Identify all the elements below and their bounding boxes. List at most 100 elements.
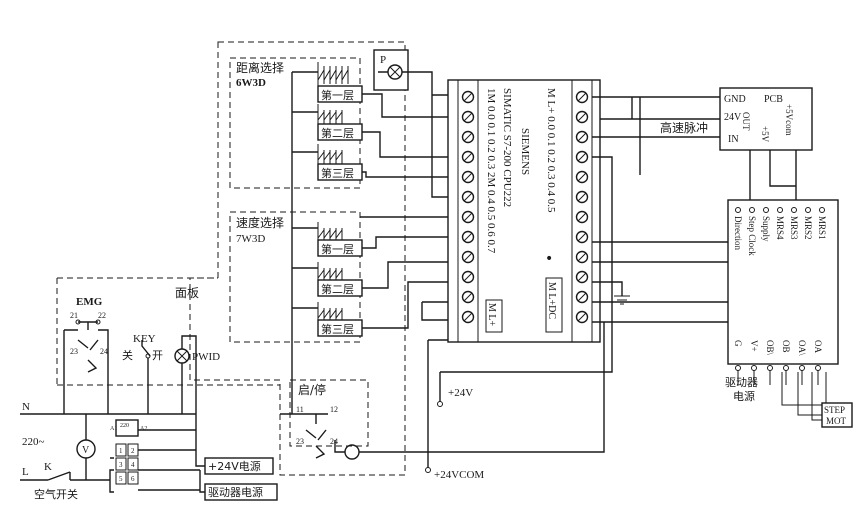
plc-left-text: 1M 0.0 0.1 0.2 0.3 2M 0.4 0.5 0.6 0.7 bbox=[485, 88, 497, 254]
pcb-label: PCB bbox=[764, 94, 783, 105]
distance-select-label: 距离选择 bbox=[236, 60, 284, 75]
air-switch-icon bbox=[47, 471, 74, 481]
plc-right-terminal bbox=[575, 190, 589, 204]
switch-common-bus bbox=[291, 71, 318, 336]
pcb-5vcom: +5Vcom bbox=[784, 104, 794, 136]
driver-pin-label: MRS3 bbox=[789, 216, 799, 240]
driver-output-terminal bbox=[751, 365, 757, 371]
distance-select-box bbox=[229, 57, 361, 189]
distance-switch-floor2: 第二层 bbox=[317, 104, 363, 141]
driver-output-terminal bbox=[799, 365, 805, 371]
emg-switch-icon bbox=[75, 319, 101, 373]
high-speed-pulse-label: 高速脉冲 bbox=[660, 120, 708, 135]
plc-right-terminal bbox=[575, 150, 589, 164]
plc-model: SIMATIC S7-200 CPU222 bbox=[501, 88, 513, 207]
pcb-gnd: GND bbox=[724, 94, 746, 105]
driver-output-terminal bbox=[783, 365, 789, 371]
k-label: K bbox=[44, 461, 52, 473]
terminal-number: 3 bbox=[119, 461, 123, 469]
speed-switch-floor3: 第三层 bbox=[317, 302, 363, 337]
key-off-label: 关 bbox=[122, 348, 133, 362]
plc-right-terminal bbox=[575, 130, 589, 144]
voltmeter-icon: V bbox=[76, 439, 96, 459]
relay-a1: A1 bbox=[110, 426, 117, 432]
plc-left-terminal bbox=[461, 90, 475, 104]
lamp-wire bbox=[378, 71, 433, 95]
switch-to-plc-wires bbox=[360, 93, 448, 329]
plc-right-terminal bbox=[575, 250, 589, 264]
plc-left-terminal bbox=[461, 290, 475, 304]
pwid-label: PWID bbox=[192, 351, 220, 363]
driver-pin-terminal bbox=[763, 207, 769, 213]
plus24-supply-label: +24V电源 bbox=[208, 459, 261, 473]
terminal-cell bbox=[127, 443, 139, 457]
start-stop-box bbox=[289, 379, 369, 447]
driver-output-label: OB bbox=[781, 340, 791, 353]
terminal-number: 4 bbox=[131, 461, 135, 469]
driver-output-label: V+ bbox=[749, 340, 759, 352]
mains-wires bbox=[20, 329, 200, 493]
driver-pin-terminal bbox=[791, 207, 797, 213]
plus24vcom-terminal bbox=[425, 467, 431, 473]
driver-pin-terminal bbox=[735, 207, 741, 213]
driver-pin-label: Supply bbox=[761, 216, 771, 242]
relay-coil bbox=[115, 419, 139, 437]
terminal-number: 1 bbox=[119, 447, 123, 455]
driver-pin-terminal bbox=[819, 207, 825, 213]
driver-power-label2: 电源 bbox=[733, 389, 755, 403]
plc-left-terminal bbox=[461, 110, 475, 124]
plc-bottom-right-box bbox=[545, 277, 563, 333]
plc-left-terminal bbox=[461, 190, 475, 204]
plc-left-terminal-strip bbox=[457, 79, 479, 343]
ss-c24: 24 bbox=[330, 437, 338, 446]
plus24vcom-label: +24VCOM bbox=[434, 469, 484, 481]
emg-c23: 23 bbox=[70, 347, 78, 356]
driver-pin-terminal bbox=[749, 207, 755, 213]
distance-floor2-label: 第二层 bbox=[321, 126, 354, 140]
pcb-24v: 24V bbox=[724, 112, 742, 123]
speed-floor1-label: 第一层 bbox=[321, 242, 354, 256]
ss-c11: 11 bbox=[296, 405, 304, 414]
v220-label: 220~ bbox=[22, 436, 45, 448]
panel-outline-left bbox=[56, 277, 280, 386]
key-switch-icon bbox=[141, 340, 151, 414]
plus24v-label: +24V bbox=[448, 387, 473, 399]
n-label: N bbox=[22, 401, 30, 413]
driver-pin-terminal bbox=[805, 207, 811, 213]
supply-feed-wires bbox=[195, 430, 205, 493]
plc-left-terminal bbox=[461, 150, 475, 164]
plc-right-terminals bbox=[575, 90, 589, 324]
panel-label: 面板 bbox=[175, 286, 199, 300]
driver-output-label: OA\ bbox=[797, 340, 807, 356]
plc-left-terminal bbox=[461, 250, 475, 264]
distance-code: 6W3D bbox=[236, 77, 266, 89]
pcb-in: IN bbox=[728, 134, 739, 145]
terminal-cell bbox=[115, 457, 127, 471]
plc-left-terminal bbox=[461, 170, 475, 184]
driver-output-terminal bbox=[735, 365, 741, 371]
plc-right-terminal bbox=[575, 290, 589, 304]
emg-c21: 21 bbox=[70, 311, 78, 320]
plc-left-terminal bbox=[461, 210, 475, 224]
plc-bottom-left-box bbox=[485, 299, 503, 333]
plc-brand: SIEMENS bbox=[519, 128, 531, 175]
driver-supply-label: 驱动器电源 bbox=[208, 485, 263, 499]
plc-right-terminal bbox=[575, 310, 589, 324]
pcb-5v: +5V bbox=[760, 126, 770, 143]
speed-floor3-label: 第三层 bbox=[321, 322, 354, 336]
plc-left-terminals bbox=[461, 90, 475, 324]
plc-right-terminal-strip bbox=[571, 79, 593, 343]
speed-select-label: 速度选择 bbox=[236, 215, 284, 230]
ss-c12: 12 bbox=[330, 405, 338, 414]
speed-floor2-label: 第二层 bbox=[321, 282, 354, 296]
plc-to-pcb-wires bbox=[592, 96, 720, 175]
distance-switch-floor3: 第三层 bbox=[317, 144, 363, 181]
l-label: L bbox=[22, 466, 29, 478]
terminal-cell bbox=[115, 471, 127, 485]
plus24v-terminal bbox=[437, 401, 443, 407]
relay-a2: A2 bbox=[140, 426, 147, 432]
driver-output-terminal bbox=[767, 365, 773, 371]
plc-right-terminal bbox=[575, 210, 589, 224]
